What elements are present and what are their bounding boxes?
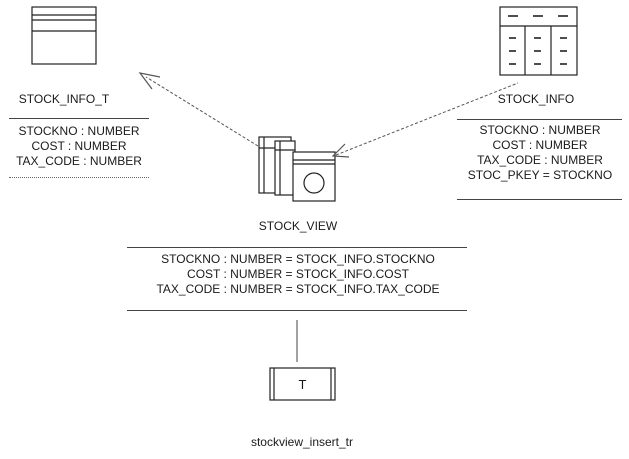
stock-info-t-attributes: STOCKNO : NUMBER COST : NUMBER TAX_CODE … <box>5 124 153 169</box>
stock-info-t-bottom-divider <box>9 177 149 178</box>
stock-view-bottom-divider <box>127 310 467 311</box>
stock-info-bottom-divider <box>457 199 622 200</box>
trigger-icon[interactable] <box>269 367 336 401</box>
attribute-row: COST : NUMBER <box>492 138 588 152</box>
attribute-row: TAX_CODE : NUMBER = STOCK_INFO.TAX_CODE <box>156 282 440 296</box>
attribute-row: STOCKNO : NUMBER <box>479 123 601 137</box>
object-type-icon[interactable] <box>31 6 97 65</box>
table-icon[interactable] <box>499 6 578 76</box>
stock-info-name[interactable]: STOCK_INFO <box>497 92 575 106</box>
stock-view-divider <box>127 247 467 248</box>
trigger-name[interactable]: stockview_insert_tr <box>250 435 354 449</box>
attribute-row: TAX_CODE : NUMBER <box>477 153 603 167</box>
stock-info-attributes: STOCKNO : NUMBER COST : NUMBER TAX_CODE … <box>452 123 628 183</box>
attribute-row: TAX_CODE : NUMBER <box>16 154 142 168</box>
dependency-arrow-view-to-table <box>331 82 519 158</box>
stock-view-attributes: STOCKNO : NUMBER = STOCK_INFO.STOCKNO CO… <box>120 252 476 297</box>
attribute-row: STOCKNO : NUMBER <box>18 124 140 138</box>
attribute-row: COST : NUMBER <box>31 139 127 153</box>
stock-info-t-name[interactable]: STOCK_INFO_T <box>18 92 110 106</box>
stock-info-t-divider <box>9 118 149 119</box>
stock-view-name[interactable]: STOCK_VIEW <box>258 219 338 233</box>
attribute-row: COST : NUMBER = STOCK_INFO.COST <box>187 267 409 281</box>
trigger-icon-letter: T <box>298 377 307 392</box>
stock-info-divider <box>457 119 622 120</box>
attribute-row: STOC_PKEY = STOCKNO <box>467 168 613 182</box>
attribute-row: STOCKNO : NUMBER = STOCK_INFO.STOCKNO <box>161 252 435 266</box>
view-icon[interactable] <box>258 136 336 202</box>
dependency-arrow-view-to-type <box>138 72 259 147</box>
